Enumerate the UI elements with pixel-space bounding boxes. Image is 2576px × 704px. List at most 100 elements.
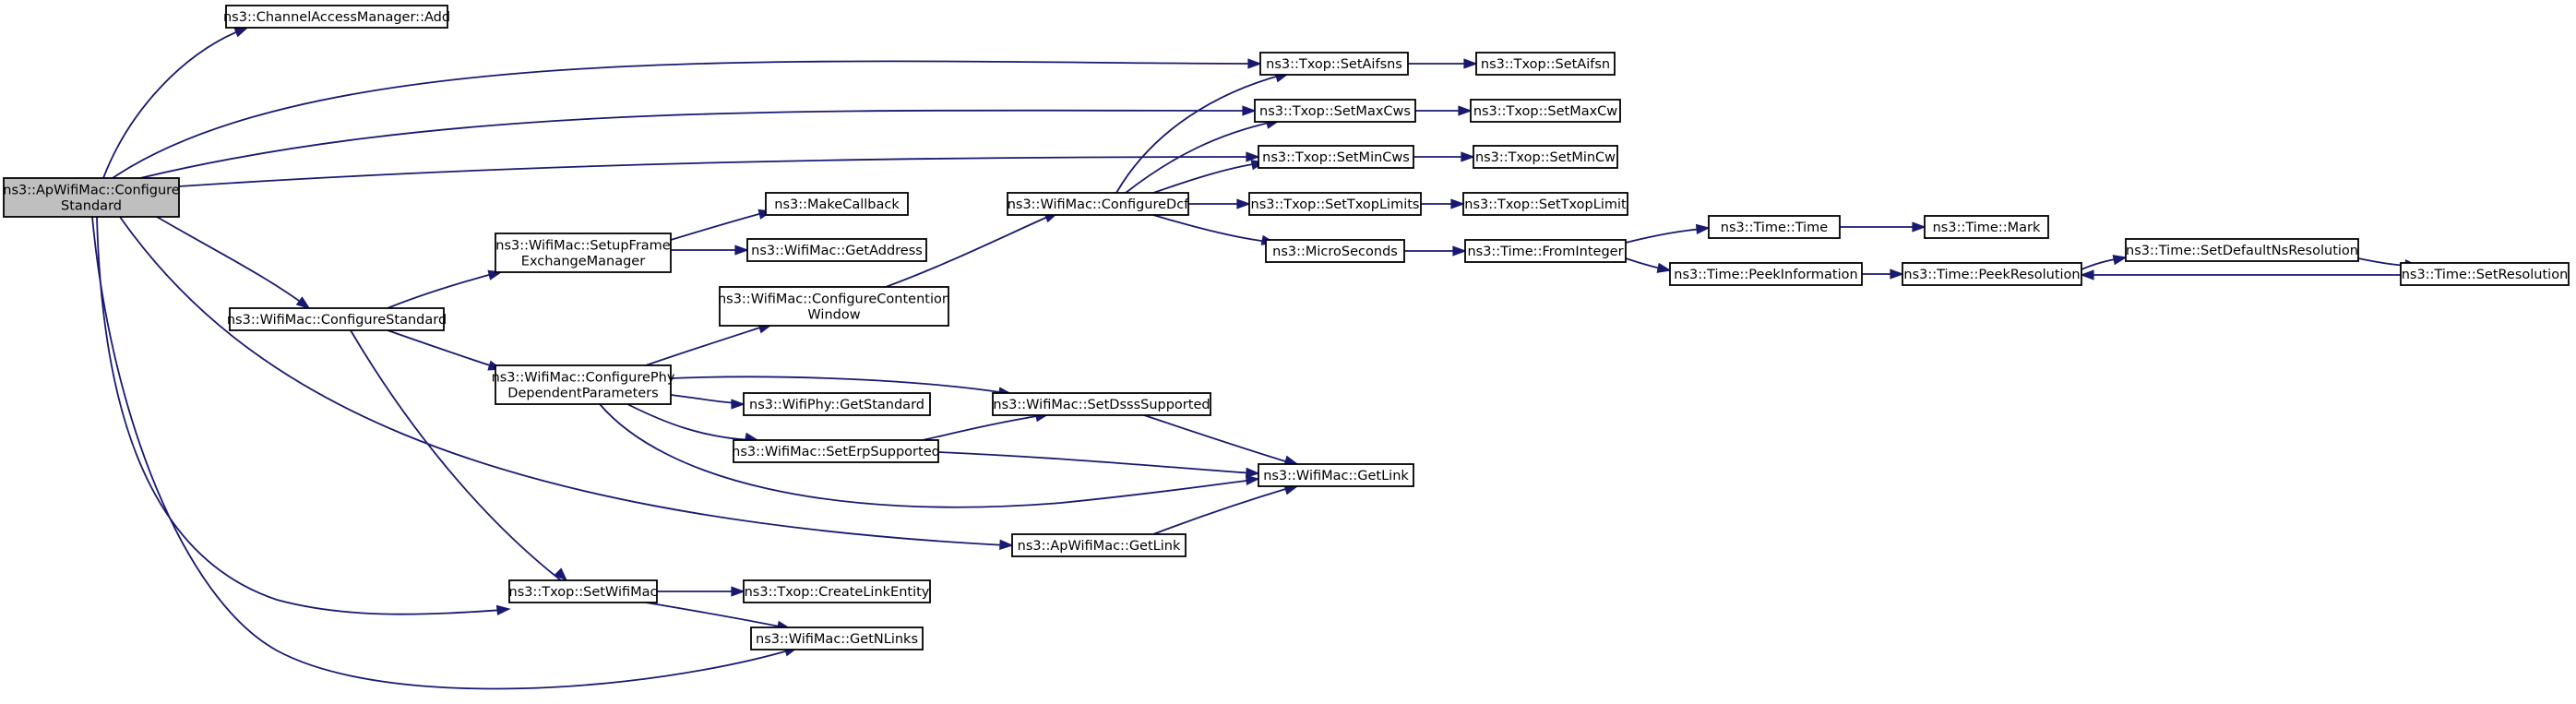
node-tx-settxoplimit[interactable]: ns3::Txop::SetTxopLimit	[1462, 192, 1628, 216]
node-label: ns3::Txop::SetMinCws	[1262, 150, 1410, 165]
edge-wm_cfgphy-to-wm_getlink	[599, 403, 1260, 508]
edge-arrowhead	[1452, 245, 1467, 257]
node-label: ns3::Txop::CreateLinkEntity	[745, 585, 930, 600]
node-tx-setaifsn[interactable]: ns3::Txop::SetAifsn	[1475, 52, 1616, 76]
nodes-layer: ns3::ApWifiMac::ConfigureStandard ns3::Ch…	[3, 5, 2570, 650]
edge-wm_seterp-to-wm_getlink	[937, 451, 1260, 478]
node-box	[719, 286, 949, 327]
node-apwm-getlink[interactable]: ns3::ApWifiMac::GetLink	[1011, 533, 1187, 557]
node-wm-cfgphy[interactable]: ns3::WifiMac::ConfigurePhyDependentParam…	[492, 364, 675, 405]
edge-arrowhead	[1695, 223, 1711, 234]
node-box	[508, 579, 658, 603]
node-box	[746, 238, 927, 262]
node-label: DependentParameters	[507, 387, 658, 401]
node-label: ns3::Txop::SetMinCw	[1475, 150, 1616, 165]
node-time-time[interactable]: ns3::Time::Time	[1708, 215, 1841, 239]
edge-line	[626, 403, 753, 441]
node-wm-cfgdcf[interactable]: ns3::WifiMac::ConfigureDcf	[1007, 192, 1189, 216]
edge-wm_cfgphy-to-wm_cfgcw	[645, 323, 773, 366]
node-label: ns3::WifiMac::SetErpSupported	[732, 445, 940, 459]
edge-arrowhead	[295, 296, 311, 310]
edge-time_time-to-time_mark	[1840, 221, 1926, 233]
edge-time_frominteger-to-time_peekinfo	[1625, 257, 1672, 273]
node-label: ns3::Time::SetDefaultNsResolution	[2126, 244, 2358, 258]
edge-line	[1152, 214, 1270, 243]
node-time-peekinfo[interactable]: ns3::Time::PeekInformation	[1669, 262, 1863, 286]
node-box	[992, 392, 1211, 416]
edge-root-to-cam_add	[102, 27, 249, 179]
node-label: Window	[807, 308, 860, 323]
node-time-setdefns[interactable]: ns3::Time::SetDefaultNsResolution	[2125, 238, 2359, 262]
edge-line	[599, 403, 1254, 508]
node-tx-setmincws[interactable]: ns3::Txop::SetMinCws	[1258, 145, 1414, 169]
node-box	[225, 5, 448, 29]
node-root[interactable]: ns3::ApWifiMac::ConfigureStandard	[3, 177, 180, 218]
node-box	[750, 626, 924, 650]
node-label: ns3::Txop::SetTxopLimit	[1464, 197, 1627, 212]
edge-arrowhead	[1246, 467, 1260, 478]
edge-line	[1143, 414, 1293, 464]
node-box	[1265, 239, 1405, 263]
edges-layer	[91, 27, 2419, 690]
node-label: ns3::Txop::SetMaxCw	[1473, 104, 1617, 119]
node-label: ns3::MicroSeconds	[1272, 245, 1398, 259]
node-tx-setaifsns[interactable]: ns3::Txop::SetAifsns	[1259, 52, 1409, 76]
node-tx-setmaxcw[interactable]: ns3::Txop::SetMaxCw	[1470, 99, 1621, 123]
node-tx-createlink[interactable]: ns3::Txop::CreateLinkEntity	[743, 579, 931, 603]
edge-arrowhead	[1247, 58, 1262, 69]
node-label: ns3::Time::FromInteger	[1467, 245, 1623, 259]
edge-line	[1152, 486, 1293, 535]
node-time-frominteger[interactable]: ns3::Time::FromInteger	[1464, 239, 1627, 263]
node-box	[229, 307, 445, 331]
edge-root-to-tx_setmaxcws	[139, 105, 1257, 179]
node-label: ExchangeManager	[521, 255, 645, 269]
node-box	[733, 439, 939, 463]
edge-root-to-tx_setmincws	[178, 151, 1260, 187]
edge-line	[387, 272, 496, 309]
node-box	[1007, 192, 1189, 216]
edge-arrowhead	[2112, 255, 2128, 266]
node-label: ns3::MakeCallback	[774, 197, 900, 212]
node-label: ns3::Txop::SetWifiMac	[509, 585, 658, 600]
edge-time_peekinfo-to-time_peekres	[1862, 268, 1904, 280]
node-tx-settxoplimits[interactable]: ns3::Txop::SetTxopLimits	[1248, 192, 1422, 216]
edge-time_frominteger-to-time_time	[1625, 223, 1711, 244]
node-time-setres[interactable]: ns3::Time::SetResolution	[2400, 262, 2570, 286]
node-label: ns3::WifiMac::GetAddress	[751, 244, 923, 258]
node-tx-setmincw[interactable]: ns3::Txop::SetMinCw	[1473, 145, 1618, 169]
node-wm-getlink[interactable]: ns3::WifiMac::GetLink	[1258, 463, 1414, 487]
edge-wm_cfgdcf-to-microseconds	[1152, 214, 1276, 245]
node-label: ns3::WifiMac::ConfigureContention	[718, 292, 950, 307]
node-wm-cfgstd[interactable]: ns3::WifiMac::ConfigureStandard	[227, 307, 447, 331]
edge-line	[139, 109, 1250, 179]
edge-tx_settxoplimits-to-tx_settxoplimit	[1421, 198, 1465, 209]
node-label: Standard	[61, 199, 122, 214]
node-time-mark[interactable]: ns3::Time::Mark	[1924, 215, 2049, 239]
node-box	[3, 177, 180, 218]
node-microseconds[interactable]: ns3::MicroSeconds	[1265, 239, 1405, 263]
node-wp-getstd[interactable]: ns3::WifiPhy::GetStandard	[743, 392, 931, 416]
node-time-peekres[interactable]: ns3::Time::PeekResolution	[1902, 262, 2082, 286]
edge-arrowhead	[1245, 474, 1260, 485]
node-box	[2400, 262, 2570, 286]
edge-tx_setwifimac-to-tx_createlink	[657, 586, 745, 597]
edge-arrowhead	[1656, 262, 1672, 273]
node-cam-add[interactable]: ns3::ChannelAccessManager::Add	[223, 5, 450, 29]
node-wm-getnlinks[interactable]: ns3::WifiMac::GetNLinks	[750, 626, 924, 650]
node-box	[495, 233, 672, 273]
node-wm-seterp[interactable]: ns3::WifiMac::SetErpSupported	[732, 439, 940, 463]
edge-arrowhead	[734, 245, 749, 256]
node-makecallback[interactable]: ns3::MakeCallback	[765, 192, 909, 216]
edge-wm_cfgphy-to-wm_seterp	[626, 403, 759, 443]
node-wm-setdsss[interactable]: ns3::WifiMac::SetDsssSupported	[992, 392, 1211, 416]
node-tx-setmaxcws[interactable]: ns3::Txop::SetMaxCws	[1254, 99, 1416, 123]
node-box	[743, 392, 931, 416]
node-label: ns3::Time::PeekInformation	[1674, 268, 1857, 282]
node-tx-setwifimac[interactable]: ns3::Txop::SetWifiMac	[508, 579, 658, 603]
edge-line	[1115, 74, 1283, 194]
edge-line	[645, 325, 767, 366]
node-wm-getaddr[interactable]: ns3::WifiMac::GetAddress	[746, 238, 927, 262]
edge-arrowhead	[1912, 221, 1926, 233]
